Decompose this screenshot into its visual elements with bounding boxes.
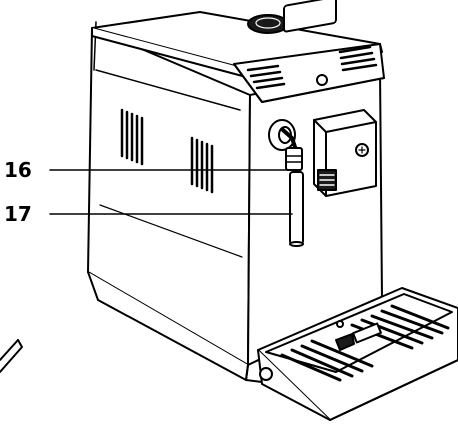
right-button-bars bbox=[338, 45, 378, 72]
machine-side-panel bbox=[87, 21, 251, 381]
callout-17: 17 bbox=[4, 202, 293, 226]
power-button-icon bbox=[316, 74, 328, 86]
display-screen bbox=[283, 0, 337, 33]
callout-16: 16 bbox=[4, 158, 293, 182]
drip-tray bbox=[257, 287, 458, 421]
wand-tube bbox=[289, 171, 304, 245]
drip-tray-grille bbox=[280, 304, 450, 382]
wand-joint bbox=[285, 147, 303, 171]
steam-wand bbox=[268, 119, 304, 247]
left-button-bars bbox=[246, 64, 286, 90]
vent-grille-right bbox=[190, 136, 214, 194]
control-panel bbox=[233, 0, 385, 103]
drip-tray-indicator bbox=[259, 367, 273, 381]
side-fragment bbox=[0, 339, 23, 373]
callout-16-label: 16 bbox=[4, 158, 32, 182]
callout-17-label: 17 bbox=[4, 202, 32, 226]
coffee-dispenser bbox=[313, 109, 377, 197]
vent-grille-left bbox=[120, 108, 144, 166]
